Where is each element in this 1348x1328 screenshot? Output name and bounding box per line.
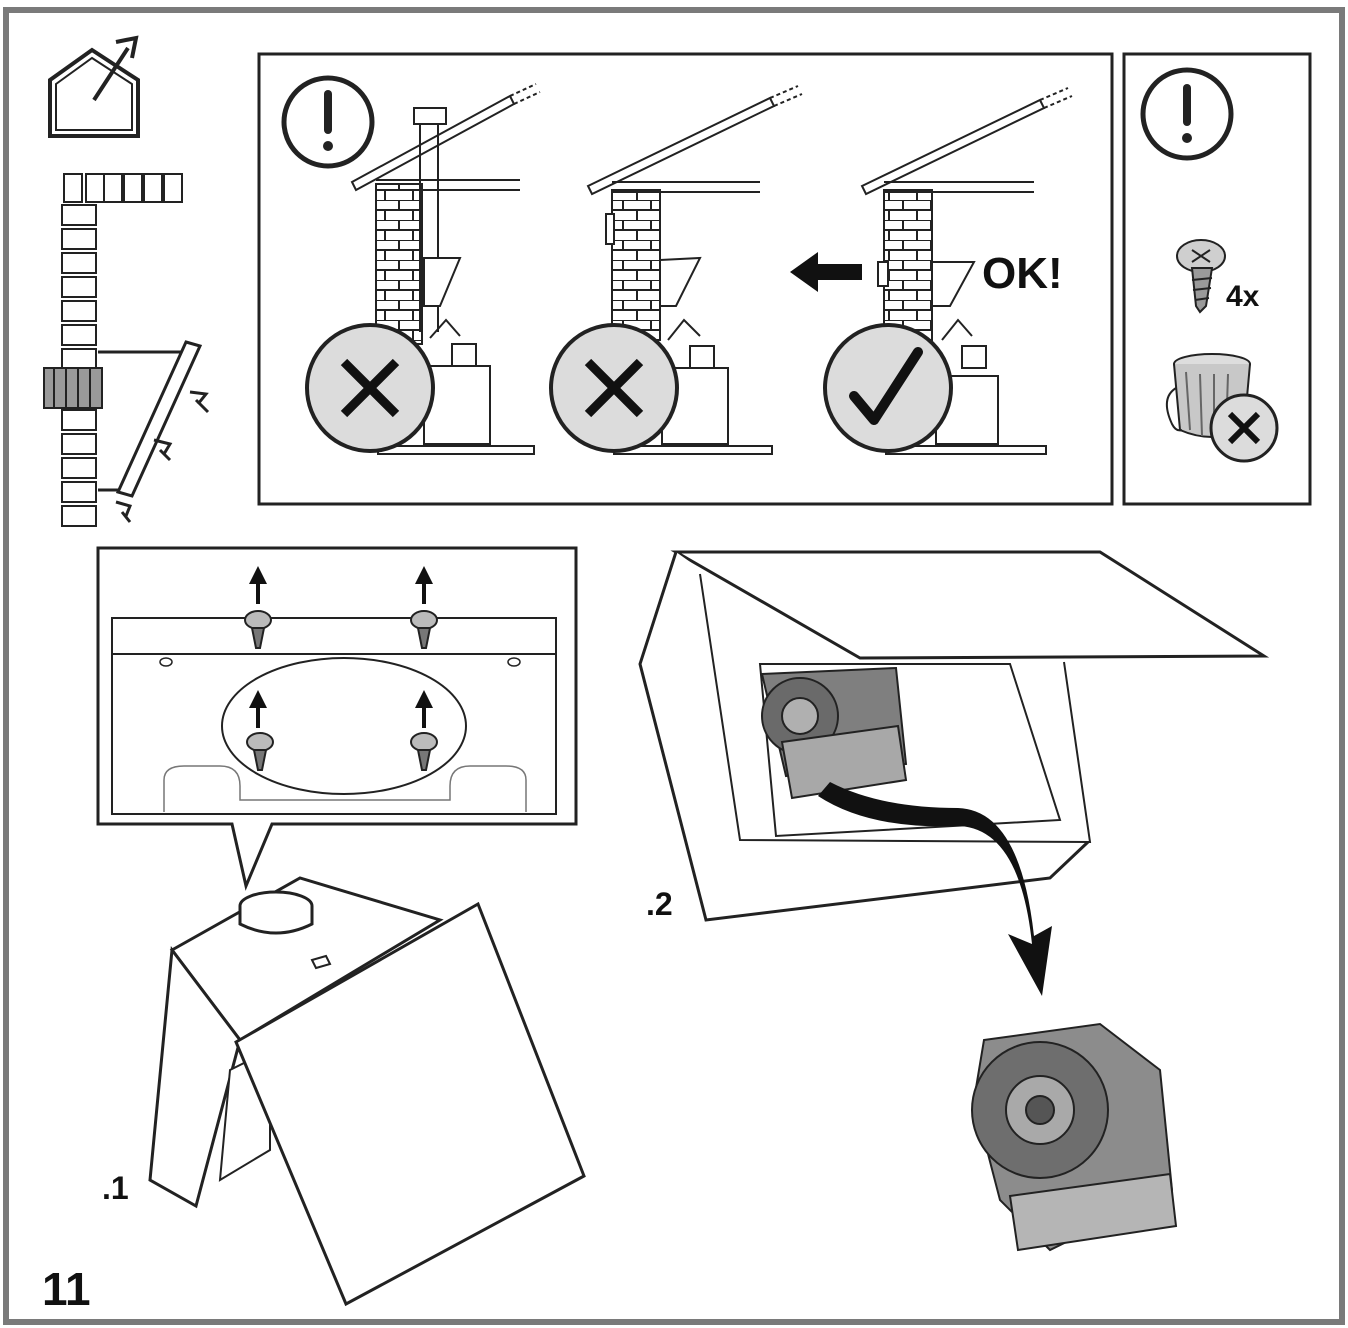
hood-open-motor <box>638 550 1270 922</box>
page-frame <box>3 7 1345 1325</box>
scene-wrong-wall-vent <box>586 85 803 455</box>
screw-icon <box>244 610 438 771</box>
warning-exclamation-icon <box>281 75 375 169</box>
check-icon <box>823 323 953 453</box>
removal-arrow <box>818 782 1052 996</box>
warning-exclamation-icon <box>1140 67 1234 161</box>
page-number: 11 <box>42 1263 91 1315</box>
ok-label: OK! <box>982 249 1063 298</box>
underside-detail-callout <box>96 546 578 891</box>
hood-side-view <box>98 340 210 523</box>
screw-icon <box>1176 239 1226 314</box>
screw-count-label: 4x <box>1226 280 1260 313</box>
scene-wrong-chimney <box>350 83 541 455</box>
step-2-label: .2 <box>646 886 673 922</box>
parts-panel <box>1122 52 1312 506</box>
trash-bin-icon <box>1165 353 1279 463</box>
scene-correct-vent <box>860 87 1073 455</box>
step-1-label: .1 <box>102 1170 129 1206</box>
fan-motor-icon <box>971 1022 1178 1252</box>
arrow-up-icon <box>249 566 433 728</box>
hood-perspective <box>148 876 586 1307</box>
cross-icon <box>305 323 435 453</box>
fan-motor-icon <box>760 666 908 800</box>
wall-column <box>43 173 183 527</box>
outdoor-vent-house-icon <box>48 35 140 138</box>
arrow-left-icon <box>790 252 862 292</box>
cross-icon <box>549 323 679 453</box>
duct-config-panel <box>257 52 1114 506</box>
